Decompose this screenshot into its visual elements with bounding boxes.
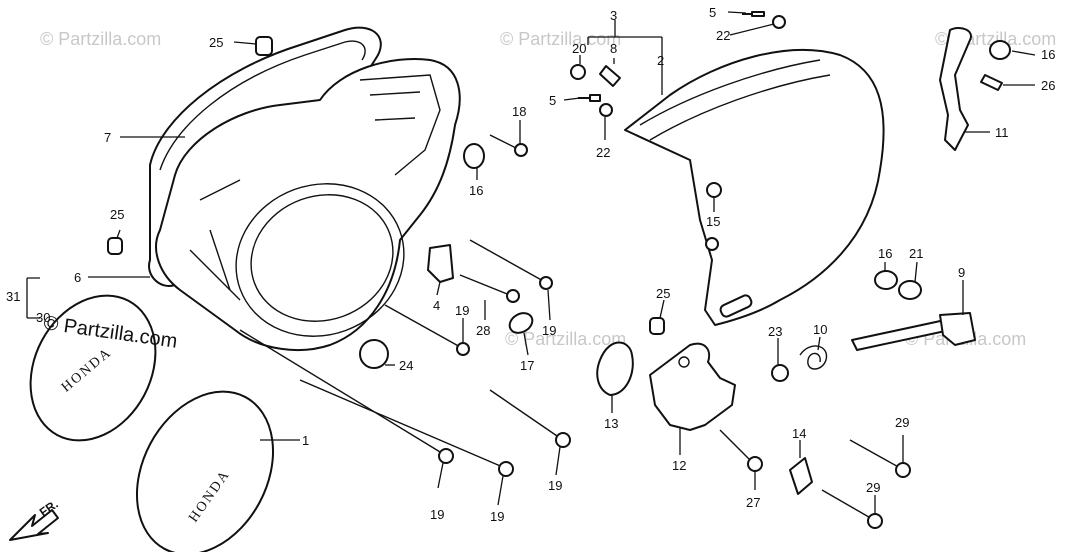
rubber-mount — [463, 143, 485, 169]
long-bolts — [239, 134, 911, 529]
leader-lines — [26, 11, 1036, 514]
callout-1: 1 — [302, 433, 309, 448]
callout-5: 5 — [709, 5, 716, 20]
chain-cover-ridge — [639, 59, 831, 141]
callout-26: 26 — [1041, 78, 1055, 93]
callout-29: 29 — [895, 415, 909, 430]
callout-31: 31 — [6, 289, 20, 304]
washer — [599, 103, 613, 117]
callout-12: 12 — [672, 458, 686, 473]
callout-3: 3 — [610, 8, 617, 23]
cover-opening-rim — [250, 194, 394, 322]
callout-19: 19 — [430, 507, 444, 522]
callout-23: 23 — [768, 324, 782, 339]
callout-16: 16 — [469, 183, 483, 198]
callout-19: 19 — [542, 323, 556, 338]
cotter-pin — [578, 94, 601, 102]
callout-14: 14 — [792, 426, 806, 441]
rubber-mount — [874, 270, 898, 290]
left-crankcase-cover — [155, 58, 461, 351]
mounting-bracket — [939, 27, 972, 151]
callout-24: 24 — [399, 358, 413, 373]
callout-19: 19 — [455, 303, 469, 318]
callout-19: 19 — [548, 478, 562, 493]
oil-seal — [508, 312, 534, 334]
callout-13: 13 — [604, 416, 618, 431]
cover-inner-ribs — [189, 74, 441, 301]
callout-4: 4 — [433, 298, 440, 313]
dowel-pin — [649, 317, 665, 335]
callout-7: 7 — [104, 130, 111, 145]
return-spring — [799, 345, 828, 370]
bearing — [359, 339, 389, 369]
callout-25: 25 — [209, 35, 223, 50]
outer-side-cover — [29, 294, 157, 442]
lifter-bore — [678, 356, 690, 368]
bolt-head — [570, 64, 586, 80]
watermark-faint: © Partzilla.com — [505, 329, 626, 349]
callout-28: 28 — [476, 323, 490, 338]
callout-20: 20 — [572, 41, 586, 56]
watermark-faint: © Partzilla.com — [500, 29, 621, 49]
callout-15: 15 — [706, 214, 720, 229]
callout-22: 22 — [716, 28, 730, 43]
callout-9: 9 — [958, 265, 965, 280]
callout-19: 19 — [490, 509, 504, 524]
clutch-lifter — [649, 342, 736, 431]
callout-16: 16 — [1041, 47, 1055, 62]
dowel-pin — [255, 36, 273, 56]
grommet — [706, 182, 722, 198]
callout-11: 11 — [995, 125, 1009, 140]
washer — [772, 15, 786, 29]
callout-numbers: 1 2 3 4 5 5 6 7 8 9 10 11 12 13 14 15 16… — [6, 5, 1055, 524]
callout-25: 25 — [656, 286, 670, 301]
flange-bolt — [980, 74, 1003, 91]
lock-clip — [789, 457, 813, 495]
inner-side-cover — [135, 390, 275, 552]
gearshift-arm — [939, 312, 976, 346]
rubber-mount — [989, 40, 1011, 60]
clip-8 — [599, 65, 621, 87]
callout-22: 22 — [596, 145, 610, 160]
watermark-faint: © Partzilla.com — [40, 29, 161, 49]
rubber-mount — [898, 280, 922, 300]
callout-10: 10 — [813, 322, 827, 337]
callout-30: 30 — [36, 310, 50, 325]
grommet — [705, 237, 719, 251]
chain-cover-badge — [719, 294, 753, 318]
callout-8: 8 — [610, 41, 617, 56]
cotter-pin — [742, 11, 765, 17]
callout-18: 18 — [512, 104, 526, 119]
washer — [771, 364, 789, 382]
callout-27: 27 — [746, 495, 760, 510]
callout-29: 29 — [866, 480, 880, 495]
callout-17: 17 — [520, 358, 534, 373]
callout-21: 21 — [909, 246, 923, 261]
front-direction-arrow: FR. — [9, 497, 61, 541]
cover-opening — [235, 183, 405, 337]
callout-5: 5 — [549, 93, 556, 108]
callout-6: 6 — [74, 270, 81, 285]
bracket-4 — [427, 244, 454, 283]
dowel-pin — [107, 237, 123, 255]
callout-25: 25 — [110, 207, 124, 222]
callout-16: 16 — [878, 246, 892, 261]
o-ring — [596, 341, 634, 396]
drive-chain-cover — [624, 48, 885, 326]
callout-2: 2 — [657, 53, 664, 68]
